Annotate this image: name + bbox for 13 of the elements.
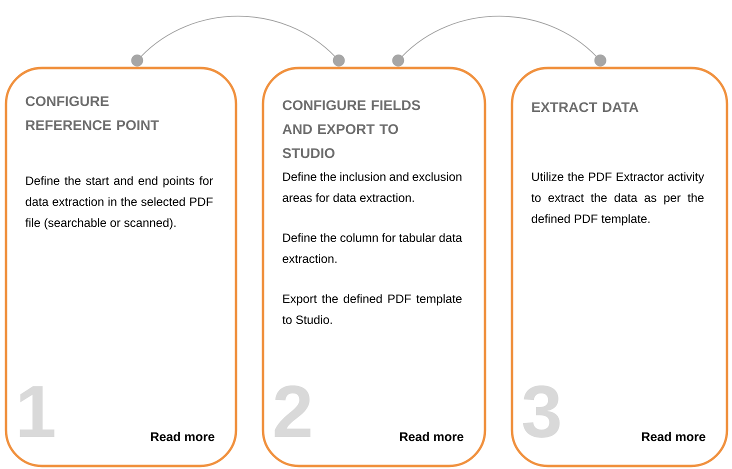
step-description: Utilize the PDF Extractor activity to extract the data as per the defined PDF template. (531, 172, 704, 226)
step-heading: EXTRACT DATA (532, 102, 638, 112)
connector-arc (131, 16, 345, 66)
step-description: Export the defined PDF template to Studio. (282, 294, 462, 324)
read-more-link: Read more (400, 432, 464, 442)
step-description: Define the inclusion and exclusion areas for data extraction. (282, 172, 462, 202)
step-heading: CONFIGURE REFERENCE POINT (26, 96, 159, 130)
read-more-link: Read more (642, 432, 706, 442)
step-heading: CONFIGURE FIELDS AND EXPORT TO STUDIO (282, 100, 420, 158)
connector-arc (392, 16, 606, 66)
step-description: Define the column for tabular data extraction. (282, 233, 462, 263)
step-description: Define the start and end points for data extraction in the selected PDF file (searchable or scanned). (25, 176, 213, 230)
read-more-link: Read more (151, 432, 214, 442)
